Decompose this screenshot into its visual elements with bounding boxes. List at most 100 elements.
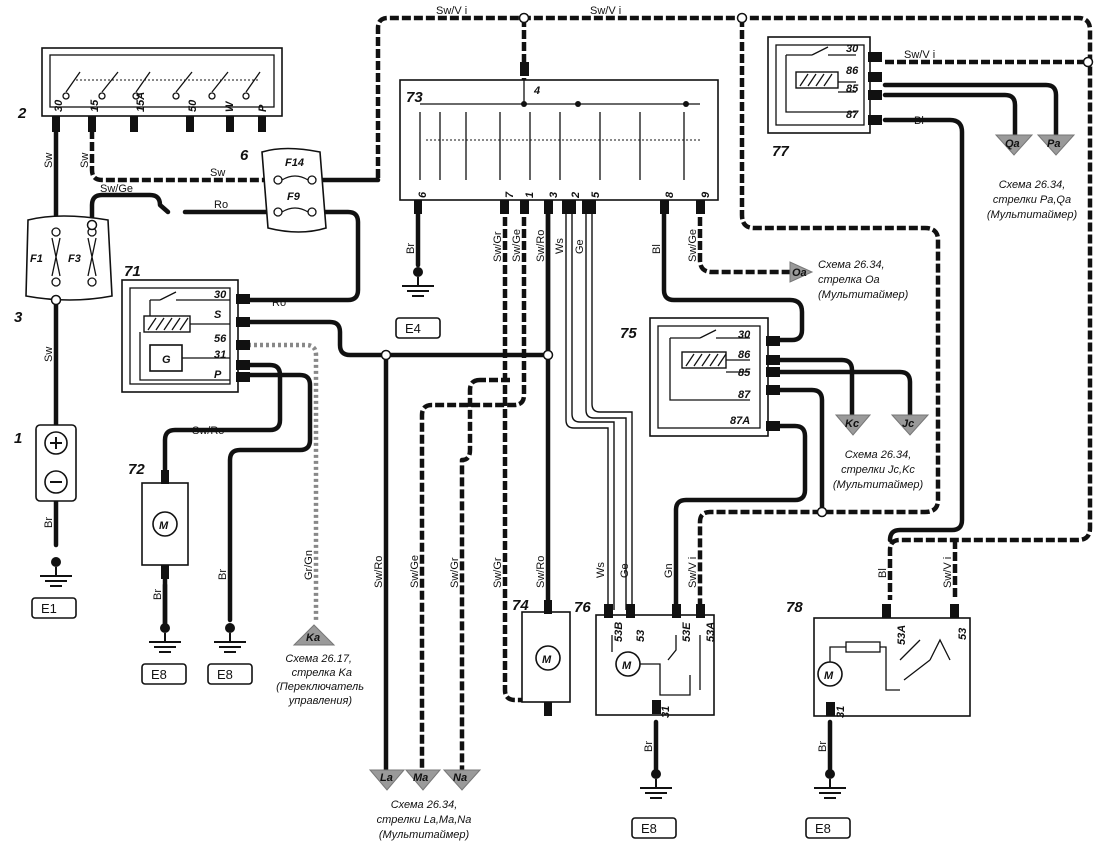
wire-label-swge-73: Sw/Ge bbox=[511, 229, 523, 262]
r71-pin-p: P bbox=[214, 369, 222, 381]
wire-label-swvi-78: Sw/V i bbox=[942, 557, 954, 588]
wire-label-sw-2a: Sw bbox=[43, 153, 55, 168]
arrow-pa: Pa bbox=[1047, 138, 1060, 150]
wire-label-ws-73: Ws bbox=[554, 238, 566, 254]
component-numbers: 1 2 3 6 71 72 73 74 75 76 77 78 bbox=[14, 89, 803, 616]
wire-label-swgr-74: Sw/Gr bbox=[492, 557, 504, 588]
fuse-box-3 bbox=[25, 215, 113, 301]
wire-label-sw-3: Sw bbox=[43, 347, 55, 362]
wire-label-swge-9: Sw/Ge bbox=[687, 229, 699, 262]
wire-label-br-78: Br bbox=[817, 741, 829, 752]
motor-74-m: M bbox=[542, 654, 552, 666]
r71-pin-31: 31 bbox=[214, 349, 226, 361]
r77-pin-87: 87 bbox=[846, 109, 859, 121]
wire-label-br-76: Br bbox=[643, 741, 655, 752]
note-jc-line-1: Схема 26.34, bbox=[845, 449, 912, 461]
note-oa: Схема 26.34, стрелка Oa (Мультитаймер) bbox=[818, 259, 909, 301]
note-la-line-2: стрелки La,Ma,Na bbox=[377, 814, 472, 826]
sw2-pin-50: 50 bbox=[187, 99, 199, 112]
r71-pin-30: 30 bbox=[214, 289, 227, 301]
generator-g: G bbox=[162, 354, 171, 366]
wire-label-sw-2b: Sw bbox=[79, 153, 91, 168]
r71-pin-56: 56 bbox=[214, 333, 227, 345]
arrow-markers bbox=[292, 134, 1076, 791]
motor-76-m: M bbox=[622, 660, 632, 672]
r73-pin-1: 1 bbox=[524, 192, 536, 198]
wire-label-swvi-77: Sw/V i bbox=[904, 49, 935, 61]
wire-label-bl-77: Bl bbox=[914, 115, 924, 127]
wire-label-ro-71: Ro bbox=[272, 297, 286, 309]
note-oa-line-1: Схема 26.34, bbox=[818, 259, 885, 271]
r75-pin-85: 85 bbox=[738, 367, 751, 379]
wire-label-ge-76: Ge bbox=[619, 563, 631, 578]
ground-symbols bbox=[31, 267, 851, 839]
note-jc-line-3: (Мультитаймер) bbox=[833, 479, 924, 491]
arrow-kc: Kc bbox=[845, 418, 859, 430]
note-jc: Схема 26.34, стрелки Jc,Kc (Мультитаймер… bbox=[833, 449, 924, 491]
r73-pin-6: 6 bbox=[417, 191, 429, 198]
note-pa-line-1: Схема 26.34, bbox=[999, 179, 1066, 191]
wire-label-swge: Sw/Ge bbox=[100, 183, 133, 195]
wire-label-swge-ma: Sw/Ge bbox=[409, 555, 421, 588]
relay-73 bbox=[399, 62, 719, 214]
ground-e8-d: E8 bbox=[815, 821, 831, 836]
wire-label-swro-73: Sw/Ro bbox=[535, 230, 547, 262]
wire-label-swro-la: Sw/Ro bbox=[373, 556, 385, 588]
ground-e8-c: E8 bbox=[641, 821, 657, 836]
arrow-la: La bbox=[380, 772, 393, 784]
r77-pin-86: 86 bbox=[846, 65, 859, 77]
junctions bbox=[50, 12, 1094, 518]
r75-pin-87: 87 bbox=[738, 389, 751, 401]
fuse-f1: F1 bbox=[30, 253, 43, 265]
wire-label-ge-73: Ge bbox=[574, 239, 586, 254]
m78-pin-31: 31 bbox=[835, 706, 847, 718]
wire-label-br-e4: Br bbox=[405, 243, 417, 254]
wire-label-bl-78: Bl bbox=[877, 568, 889, 578]
component-number-2: 2 bbox=[17, 105, 27, 122]
r75-pin-30: 30 bbox=[738, 329, 751, 341]
note-la: Схема 26.34, стрелки La,Ma,Na (Мультитай… bbox=[377, 799, 472, 841]
note-oa-line-2: стрелка Oa bbox=[818, 274, 880, 286]
component-number-72: 72 bbox=[128, 461, 145, 478]
note-pa-line-2: стрелки Pa,Qa bbox=[993, 194, 1071, 206]
motor-72 bbox=[141, 470, 189, 579]
motor-78 bbox=[813, 604, 971, 717]
wire-label-top-right: Sw/V i bbox=[590, 5, 621, 17]
r77-pin-85: 85 bbox=[846, 83, 859, 95]
note-ka-line-2: стрелка Ka bbox=[292, 667, 352, 679]
r75-pin-86: 86 bbox=[738, 349, 751, 361]
ignition-switch bbox=[41, 47, 283, 132]
note-ka-line-4: управления) bbox=[288, 695, 353, 707]
component-number-74: 74 bbox=[512, 597, 529, 614]
wire-label-swgr-73: Sw/Gr bbox=[492, 231, 504, 262]
r73-pin-9: 9 bbox=[700, 191, 712, 198]
note-la-line-1: Схема 26.34, bbox=[391, 799, 458, 811]
wire-label-swvi-76: Sw/V i bbox=[687, 557, 699, 588]
m76-pin-53e: 53E bbox=[681, 622, 693, 642]
m76-pin-31: 31 bbox=[660, 706, 672, 718]
component-number-1: 1 bbox=[14, 430, 22, 447]
motor-72-m: M bbox=[159, 520, 169, 532]
ground-e8-b: E8 bbox=[217, 667, 233, 682]
relay-71 bbox=[121, 279, 250, 393]
motor-74 bbox=[521, 600, 571, 716]
wire-label-top-left: Sw/V i bbox=[436, 5, 467, 17]
ground-e1: E1 bbox=[41, 601, 57, 616]
note-la-line-3: (Мультитаймер) bbox=[379, 829, 470, 841]
component-number-3: 3 bbox=[14, 309, 23, 326]
m76-pin-53a: 53A bbox=[705, 622, 717, 642]
fuse-f3: F3 bbox=[68, 253, 81, 265]
wire-label-gn-76: Gn bbox=[663, 563, 675, 578]
sw2-pin-p: P bbox=[257, 104, 269, 112]
motor-76 bbox=[595, 604, 715, 716]
wire-label-grgn: Gr/Gn bbox=[303, 550, 315, 580]
note-ka-line-1: Схема 26.17, bbox=[285, 653, 352, 665]
arrow-jc: Jc bbox=[902, 418, 914, 430]
sw2-pin-15: 15 bbox=[89, 99, 101, 112]
relay-77 bbox=[767, 36, 882, 134]
component-number-78: 78 bbox=[786, 599, 803, 616]
r73-pin-4: 4 bbox=[533, 85, 540, 97]
sw2-pin-30: 30 bbox=[53, 99, 65, 112]
ground-e8-a: E8 bbox=[151, 667, 167, 682]
